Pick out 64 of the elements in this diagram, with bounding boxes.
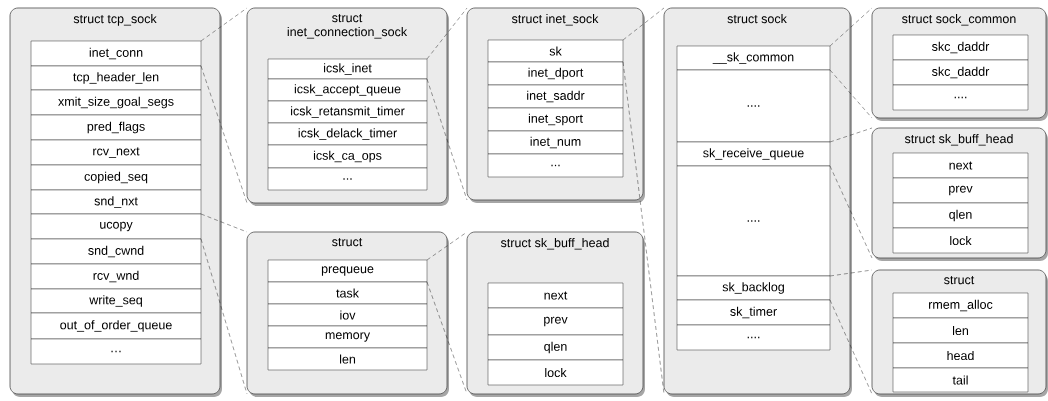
field-row: qlen bbox=[487, 334, 624, 361]
dashed-connector bbox=[200, 65, 248, 204]
dashed-connector bbox=[426, 7, 468, 60]
field-row: out_of_order_queue bbox=[30, 312, 202, 340]
field-row: qlen bbox=[892, 202, 1029, 229]
field-row: sk_timer bbox=[676, 299, 831, 326]
field-row: len bbox=[267, 347, 428, 371]
field-row: … bbox=[30, 338, 202, 365]
field-row: icsk_retansmit_timer bbox=[267, 100, 428, 124]
field-row: lock bbox=[487, 359, 624, 386]
field-row: ucopy bbox=[30, 213, 202, 240]
field-row: rcv_wnd bbox=[30, 263, 202, 290]
field-row: next bbox=[892, 152, 1029, 179]
field-row: pred_flags bbox=[30, 114, 202, 141]
field-row: skc_daddr bbox=[892, 59, 1029, 86]
dashed-connector bbox=[426, 231, 468, 261]
field-row: ... bbox=[487, 153, 624, 178]
field-row: .... bbox=[892, 84, 1029, 111]
field-row: rcv_next bbox=[30, 139, 202, 166]
field-row: lock bbox=[892, 227, 1029, 254]
field-row: copied_seq bbox=[30, 164, 202, 191]
field-row: skc_daddr bbox=[892, 34, 1029, 61]
field-row: icsk_inet bbox=[267, 58, 428, 80]
field-row: inet_sport bbox=[487, 107, 624, 132]
field-row: .... bbox=[676, 324, 831, 351]
field-row: ... bbox=[267, 167, 428, 191]
field-row: snd_cwnd bbox=[30, 238, 202, 265]
dashed-connector bbox=[426, 78, 468, 201]
field-row: inet_saddr bbox=[487, 84, 624, 109]
dashed-connector bbox=[829, 165, 873, 259]
field-row: icsk_ca_ops bbox=[267, 144, 428, 169]
field-row: tail bbox=[892, 367, 1029, 393]
dashed-connector bbox=[829, 127, 873, 143]
field-row: memory bbox=[267, 325, 428, 349]
field-row: prev bbox=[892, 177, 1029, 204]
dashed-connector bbox=[426, 281, 468, 395]
field-row: iov bbox=[267, 303, 428, 327]
dashed-connector bbox=[829, 69, 873, 119]
field-row: inet_num bbox=[487, 130, 624, 155]
field-row: next bbox=[487, 282, 624, 309]
field-row: snd_nxt bbox=[30, 189, 202, 215]
field-row: __sk_common bbox=[676, 45, 831, 71]
dashed-connector bbox=[622, 7, 665, 41]
field-row: inet_dport bbox=[487, 61, 624, 86]
field-row: sk_backlog bbox=[676, 275, 831, 301]
dashed-connector bbox=[829, 299, 873, 395]
field-row: xmit_size_goal_segs bbox=[30, 89, 202, 116]
dashed-connector bbox=[200, 238, 248, 395]
field-row: head bbox=[892, 342, 1029, 369]
dashed-connector bbox=[200, 7, 248, 42]
field-row: rmem_alloc bbox=[892, 292, 1029, 319]
field-row: icsk_accept_queue bbox=[267, 78, 428, 102]
field-row: prev bbox=[487, 307, 624, 336]
field-row: icsk_delack_timer bbox=[267, 122, 428, 146]
dashed-connector bbox=[829, 7, 873, 47]
dashed-connector bbox=[829, 269, 873, 277]
field-row: task bbox=[267, 281, 428, 305]
field-row: tcp_header_len bbox=[30, 65, 202, 91]
field-row: len bbox=[892, 317, 1029, 344]
field-row: sk_receive_queue bbox=[676, 141, 831, 167]
field-row: inet_conn bbox=[30, 40, 202, 67]
field-row: sk bbox=[487, 39, 624, 63]
field-row: prequeue bbox=[267, 259, 428, 283]
field-row: write_seq bbox=[30, 288, 202, 314]
